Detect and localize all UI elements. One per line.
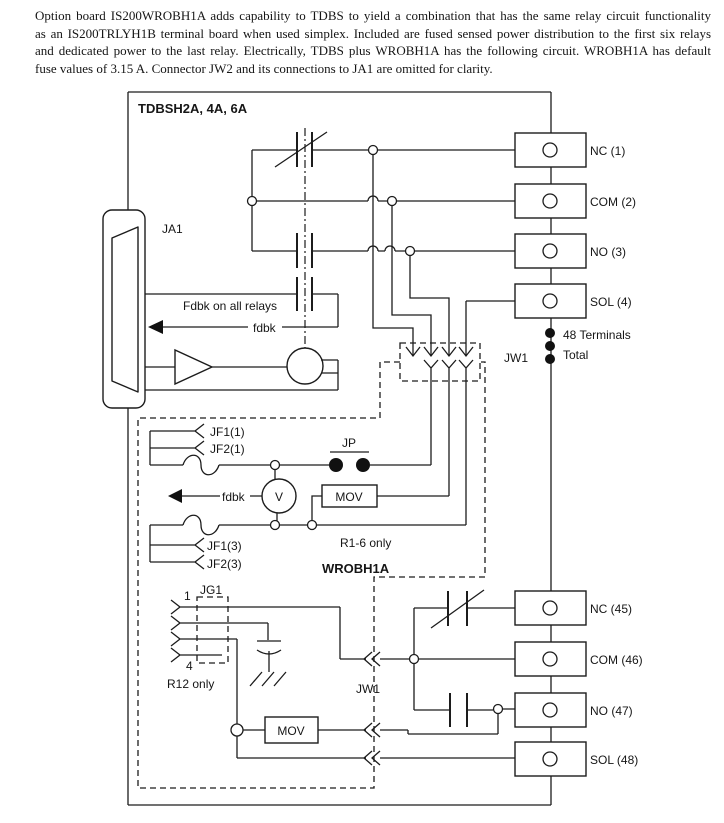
terminal-box: [514, 233, 587, 269]
fdbk-all-relays-label: Fdbk on all relays: [183, 299, 277, 313]
ground-icon: [249, 671, 287, 687]
terminal-box: [514, 692, 587, 728]
board-title: TDBSH2A, 4A, 6A: [138, 101, 248, 116]
terminal-label: NO (47): [590, 704, 633, 718]
jp-jumper-post: [356, 458, 370, 472]
terminal-label: SOL (48): [590, 753, 638, 767]
terminal-box: [514, 283, 587, 319]
jp-jumper-post: [329, 458, 343, 472]
terminals-note-line1: 48 Terminals: [563, 328, 631, 342]
driver-amplifier-icon: [174, 348, 214, 386]
terminal-label: SOL (4): [590, 295, 632, 309]
mov-top-label: MOV: [335, 490, 362, 504]
intro-line: as an IS200TRLYH1B terminal board when u…: [35, 25, 711, 41]
terminal-dot: [545, 341, 555, 351]
fuse-icon: [182, 514, 220, 536]
terminal-box: [514, 183, 587, 219]
fused-power-section: [149, 423, 466, 570]
jf1-3-label: JF1(3): [207, 539, 242, 553]
jw1-bottom-label: JW1: [356, 682, 380, 696]
tdbs-board-outline: [127, 91, 552, 806]
feedback-contact-wiring: [145, 277, 339, 334]
ja1-label: JA1: [162, 222, 183, 236]
terminal-box: [514, 741, 587, 777]
terminal-dot: [545, 328, 555, 338]
jg1-section: [170, 596, 515, 766]
terminal-label: NC (1): [590, 144, 625, 158]
terminal-dot: [545, 354, 555, 364]
terminal-label: COM (2): [590, 195, 636, 209]
jg1-pin1-label: 1: [184, 589, 191, 603]
jf2-1-label: JF2(1): [210, 442, 245, 456]
wrobh1a-boundary: [137, 361, 486, 789]
terminal-label: COM (46): [590, 653, 643, 667]
jg1-label: JG1: [200, 583, 222, 597]
v-sensor-label: V: [275, 490, 283, 504]
mov-box: [321, 484, 378, 508]
wrobh1a-label: WROBH1A: [322, 561, 390, 576]
terminal-box: [514, 590, 587, 626]
intro-paragraph: Option board IS200WROBH1A adds capabilit…: [35, 7, 711, 77]
jw1-plug-box: [399, 342, 481, 382]
relay-coil-icon: [286, 347, 324, 385]
terminal-box: [514, 132, 587, 168]
jf2-3-label: JF2(3): [207, 557, 242, 571]
terminal-label: NO (3): [590, 245, 626, 259]
coil-driver-wiring: [145, 347, 339, 391]
fdbk-label: fdbk: [253, 321, 277, 335]
jg1-pin4-label: 4: [186, 659, 193, 673]
terminal-box: [514, 641, 587, 677]
relay1-contact-wiring: [251, 131, 515, 525]
jf1-1-label: JF1(1): [210, 425, 245, 439]
r12-only-label: R12 only: [167, 677, 214, 691]
intro-line: and dedicated power to the last relay. E…: [35, 43, 711, 58]
fdbk-label: fdbk: [222, 490, 246, 504]
intro-line: fuse values of 3.15 A. Connector JW2 and…: [35, 60, 493, 76]
jp-label: JP: [342, 436, 356, 450]
terminals-note-line2: Total: [563, 348, 588, 362]
mov-bottom-label: MOV: [277, 724, 304, 738]
terminal-label: NC (45): [590, 602, 632, 616]
fuse-icon: [182, 454, 220, 476]
mov-box: [264, 716, 319, 744]
jg1-connector-box: [196, 596, 229, 664]
jw1-top-label: JW1: [504, 351, 528, 365]
relay12-contact-wiring: [408, 589, 515, 727]
terminal-blocks: [514, 132, 587, 777]
junction-nodes: [246, 144, 416, 257]
intro-line: Option board IS200WROBH1A adds capabilit…: [35, 8, 711, 23]
r1-6-only-label: R1-6 only: [340, 536, 391, 550]
ja1-connector: [102, 209, 146, 409]
